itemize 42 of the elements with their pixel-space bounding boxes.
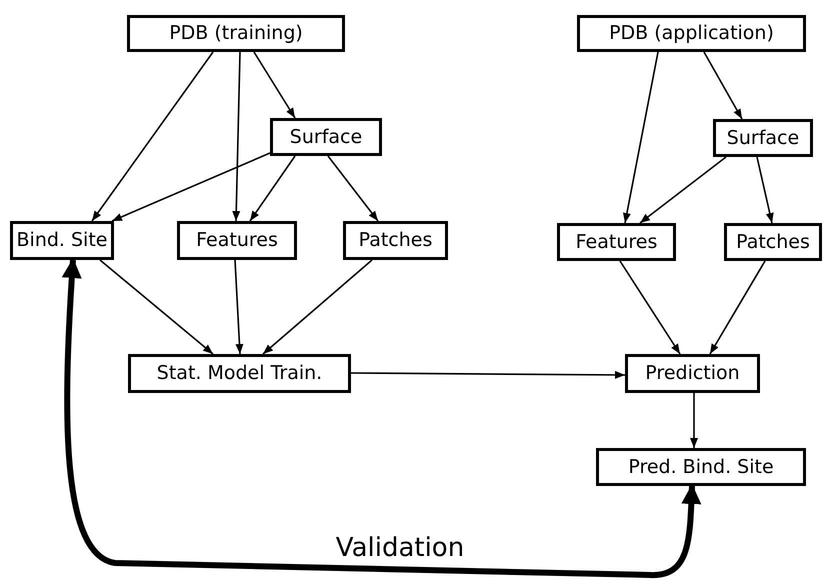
arrow (690, 393, 698, 448)
box-label: Patches (736, 232, 810, 252)
arrow (232, 52, 241, 222)
arrow (709, 260, 766, 354)
box-label: Surface (290, 128, 362, 146)
process-box (577, 15, 806, 52)
box-label: PDB (application) (609, 24, 774, 43)
arrow (640, 156, 726, 224)
box-label: PDB (training) (169, 24, 303, 43)
box-label: Bind. Site (16, 231, 108, 250)
process-box (557, 223, 676, 261)
arrow (327, 156, 379, 222)
arrow (253, 52, 296, 118)
box-label: Features (576, 232, 658, 252)
arrow (351, 370, 625, 379)
process-box (625, 354, 760, 393)
process-box (177, 221, 297, 260)
arrow (99, 259, 214, 355)
process-box (343, 221, 448, 260)
thick-arrow (62, 258, 702, 578)
arrow (91, 52, 214, 222)
box-label: Features (196, 231, 278, 250)
arrow (619, 260, 681, 354)
arrow (262, 259, 373, 355)
box-label: Stat. Model Train. (156, 364, 322, 383)
box-label: Surface (726, 128, 800, 148)
process-box (713, 119, 813, 157)
process-box (10, 221, 114, 260)
box-label: Prediction (645, 364, 740, 383)
arrow (249, 156, 296, 222)
process-box (127, 15, 345, 52)
arrow (703, 52, 743, 120)
process-box (270, 118, 382, 156)
arrow (112, 152, 270, 222)
arrow (234, 260, 244, 354)
process-box (596, 448, 806, 486)
arrow (756, 156, 774, 224)
box-label: Pred. Bind. Site (628, 458, 774, 476)
process-box (128, 354, 351, 393)
process-box (724, 223, 822, 261)
arrow (622, 52, 659, 224)
box-label: Patches (358, 231, 432, 250)
